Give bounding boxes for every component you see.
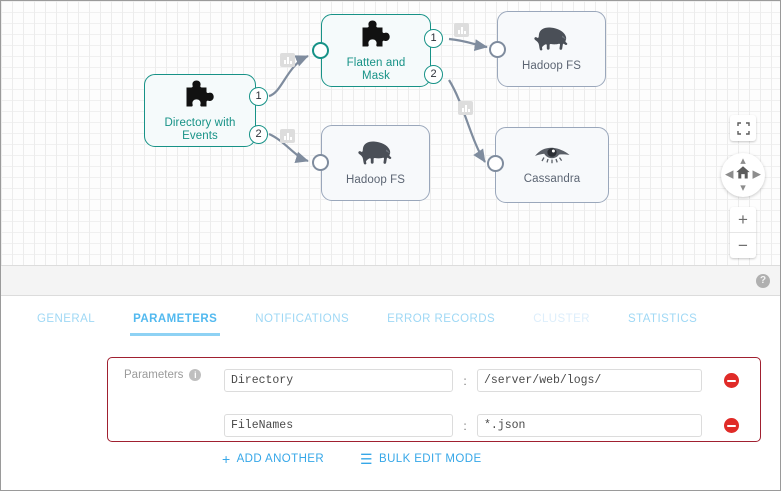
input-port-hadoop-fs-top[interactable] xyxy=(489,41,506,58)
pan-left-icon[interactable]: ◀ xyxy=(725,168,734,181)
input-port-flatten-and-mask[interactable] xyxy=(312,42,329,59)
parameter-separator: : xyxy=(463,418,467,433)
parameter-row: : xyxy=(224,369,739,392)
stage-detail-pane: GENERAL PARAMETERS NOTIFICATIONS ERROR R… xyxy=(1,296,780,490)
pan-right-icon[interactable]: ▶ xyxy=(752,168,761,181)
list-icon: ☰ xyxy=(360,451,373,467)
stage-label: Hadoop FS xyxy=(521,60,582,72)
puzzle-icon xyxy=(182,78,218,115)
tab-cluster[interactable]: CLUSTER xyxy=(533,313,591,325)
tab-parameters[interactable]: PARAMETERS xyxy=(130,313,221,336)
parameter-separator: : xyxy=(463,373,467,388)
zoom-out-button[interactable]: − xyxy=(738,236,748,255)
remove-parameter-button[interactable] xyxy=(724,373,739,388)
elephant-icon xyxy=(532,25,572,58)
parameter-row: : xyxy=(224,414,739,437)
bulk-edit-mode-label: BULK EDIT MODE xyxy=(379,453,482,465)
pan-control[interactable]: ▴ ▾ ◀ ▶ xyxy=(721,153,765,197)
link-stats-badge[interactable] xyxy=(280,129,295,143)
pan-down-icon[interactable]: ▾ xyxy=(740,182,746,194)
output-badge-1[interactable]: 1 xyxy=(424,29,443,48)
input-port-cassandra[interactable] xyxy=(487,155,504,172)
stage-label: Cassandra xyxy=(523,173,581,185)
stage-label: Hadoop FS xyxy=(345,174,406,186)
output-badge-2[interactable]: 2 xyxy=(249,125,268,144)
tab-general[interactable]: GENERAL xyxy=(37,313,96,325)
parameters-fieldset: Parameters i : : xyxy=(107,357,761,442)
stage-label: Directory with Events xyxy=(164,117,236,142)
info-icon[interactable]: i xyxy=(189,369,202,381)
bulk-edit-mode-button[interactable]: ☰ BULK EDIT MODE xyxy=(360,451,482,467)
parameter-key-input[interactable] xyxy=(224,369,453,392)
remove-parameter-button[interactable] xyxy=(724,418,739,433)
stage-hadoop-fs-top[interactable]: Hadoop FS xyxy=(497,11,606,87)
canvas-sub-toolbar: ? xyxy=(1,265,780,296)
zoom-controls[interactable]: + − xyxy=(730,207,756,258)
pan-up-icon[interactable]: ▴ xyxy=(740,155,746,167)
elephant-icon xyxy=(356,139,396,172)
output-badge-2[interactable]: 2 xyxy=(424,65,443,84)
stage-flatten-and-mask[interactable]: Flatten and Mask xyxy=(321,14,431,87)
link-stats-badge[interactable] xyxy=(458,101,473,115)
input-port-hadoop-fs-bottom[interactable] xyxy=(312,154,329,171)
stage-label: Flatten and Mask xyxy=(346,57,406,82)
add-another-label: ADD ANOTHER xyxy=(236,453,325,465)
tab-notifications[interactable]: NOTIFICATIONS xyxy=(255,313,350,325)
tab-error-records[interactable]: ERROR RECORDS xyxy=(387,313,496,325)
parameter-key-input[interactable] xyxy=(224,414,453,437)
home-icon[interactable] xyxy=(736,166,751,185)
fit-to-screen-button[interactable] xyxy=(730,115,756,141)
eye-icon xyxy=(532,144,572,171)
stage-directory-with-events[interactable]: Directory with Events xyxy=(144,74,256,147)
add-another-button[interactable]: + ADD ANOTHER xyxy=(222,451,325,467)
puzzle-icon xyxy=(358,18,394,55)
link-stats-badge[interactable] xyxy=(280,53,295,67)
stage-hadoop-fs-bottom[interactable]: Hadoop FS xyxy=(321,125,430,201)
parameters-legend: Parameters i xyxy=(124,369,202,381)
tab-statistics[interactable]: STATISTICS xyxy=(628,313,698,325)
expand-icon xyxy=(736,121,750,135)
zoom-in-button[interactable]: + xyxy=(730,207,756,233)
detail-tab-bar: GENERAL PARAMETERS NOTIFICATIONS ERROR R… xyxy=(1,313,780,345)
stage-cassandra[interactable]: Cassandra xyxy=(495,127,609,203)
link-stats-badge[interactable] xyxy=(454,23,469,37)
parameters-legend-label: Parameters xyxy=(124,369,184,381)
plus-icon: + xyxy=(222,451,231,467)
parameter-value-input[interactable] xyxy=(477,414,702,437)
help-icon[interactable]: ? xyxy=(756,274,770,288)
pipeline-canvas[interactable]: Directory with Events 1 2 Flatten and Ma… xyxy=(1,1,780,265)
parameter-value-input[interactable] xyxy=(477,369,702,392)
output-badge-1[interactable]: 1 xyxy=(249,87,268,106)
parameter-actions: + ADD ANOTHER ☰ BULK EDIT MODE xyxy=(222,451,482,467)
